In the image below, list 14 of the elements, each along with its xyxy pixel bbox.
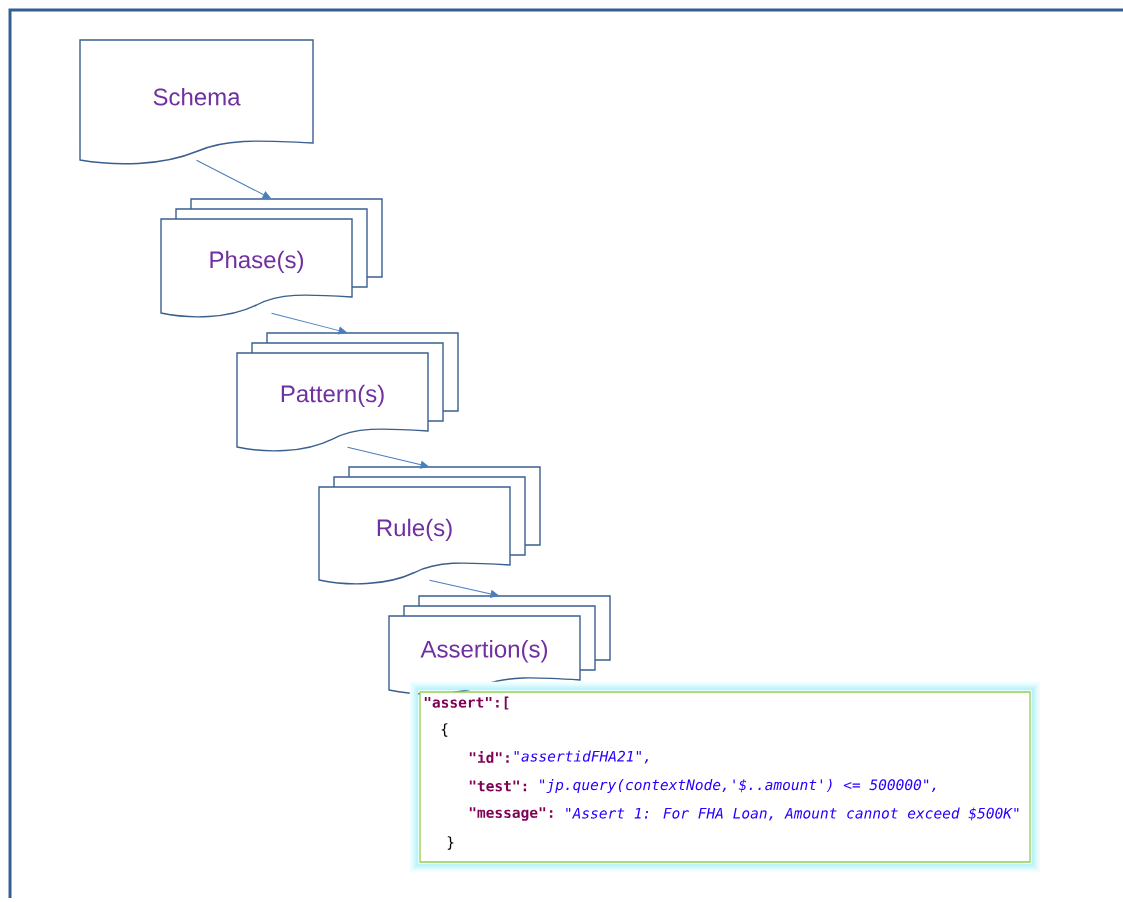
code-value: "jp.query(contextNode,'$..amount') <= 500000",: [540, 779, 936, 793]
code-value: "Assert 1: For FHA Loan, Amount cannot exceed $500K": [566, 807, 1019, 821]
code-key: "message":: [469, 807, 553, 821]
code-bracket: }: [447, 836, 454, 850]
code-line: "assert":[: [424, 696, 509, 710]
code-key: "id":: [469, 751, 509, 763]
code-value: "assertidFHA21",: [514, 750, 648, 764]
arrow: [196, 159, 271, 199]
code-bracket: {: [441, 723, 448, 737]
arrow: [271, 312, 347, 335]
code-key: "test":: [469, 780, 527, 792]
arrow: [429, 579, 499, 598]
arrow: [347, 446, 429, 469]
code-box: [409, 681, 1041, 873]
